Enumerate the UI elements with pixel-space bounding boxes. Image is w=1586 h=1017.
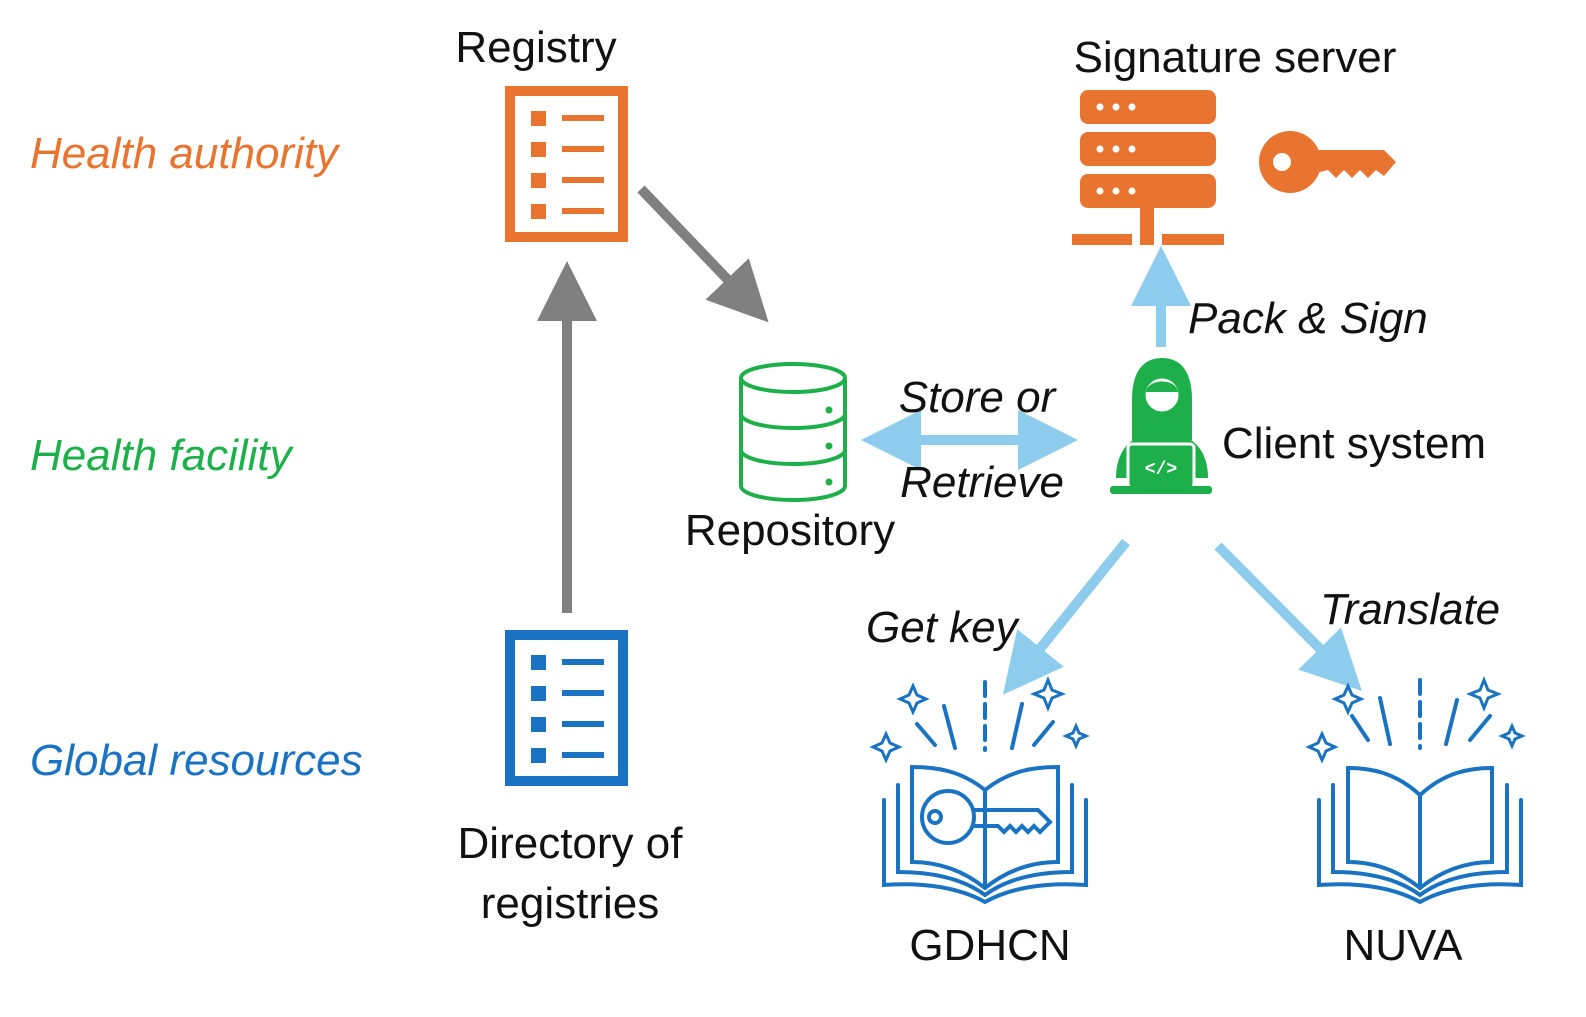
store-retrieve-label-line1: Store or <box>899 373 1058 422</box>
repository-label: Repository <box>685 506 895 555</box>
arrow-registry-to-repository <box>637 185 769 323</box>
tier-health-authority: Health authority <box>30 129 341 178</box>
signature-server-node: Signature server <box>1072 33 1396 245</box>
registry-node: Registry <box>455 23 628 242</box>
translate-label: Translate <box>1320 585 1500 634</box>
checklist-icon <box>505 630 628 786</box>
gdhcn-node: GDHCN <box>869 675 1090 970</box>
client-system-label: Client system <box>1222 419 1486 468</box>
book-key-icon <box>869 675 1090 905</box>
registry-label: Registry <box>455 23 616 72</box>
client-system-node: </> Client system <box>1110 358 1486 494</box>
signature-server-label: Signature server <box>1074 33 1397 82</box>
checklist-icon <box>505 86 628 242</box>
key-icon <box>1259 131 1396 193</box>
store-retrieve-label-line2: Retrieve <box>900 458 1064 507</box>
nuva-node: NUVA <box>1305 675 1526 970</box>
gdhcn-label: GDHCN <box>909 921 1070 970</box>
tier-health-facility: Health facility <box>30 431 295 480</box>
server-icon <box>1072 90 1224 245</box>
nuva-label: NUVA <box>1344 921 1464 970</box>
book-icon <box>1305 675 1526 905</box>
developer-icon: </> <box>1110 358 1212 494</box>
directory-label-line2: registries <box>481 879 660 928</box>
code-glyph: </> <box>1145 460 1177 480</box>
repository-node: Repository <box>685 362 895 555</box>
arrow-get-key <box>1002 538 1130 695</box>
database-icon <box>739 362 847 502</box>
tier-global-resources: Global resources <box>30 736 363 785</box>
pack-sign-label: Pack & Sign <box>1188 294 1428 343</box>
directory-node: Directory of registries <box>458 630 684 928</box>
get-key-label: Get key <box>866 603 1021 652</box>
directory-label-line1: Directory of <box>458 819 684 868</box>
arrow-translate <box>1214 542 1362 692</box>
